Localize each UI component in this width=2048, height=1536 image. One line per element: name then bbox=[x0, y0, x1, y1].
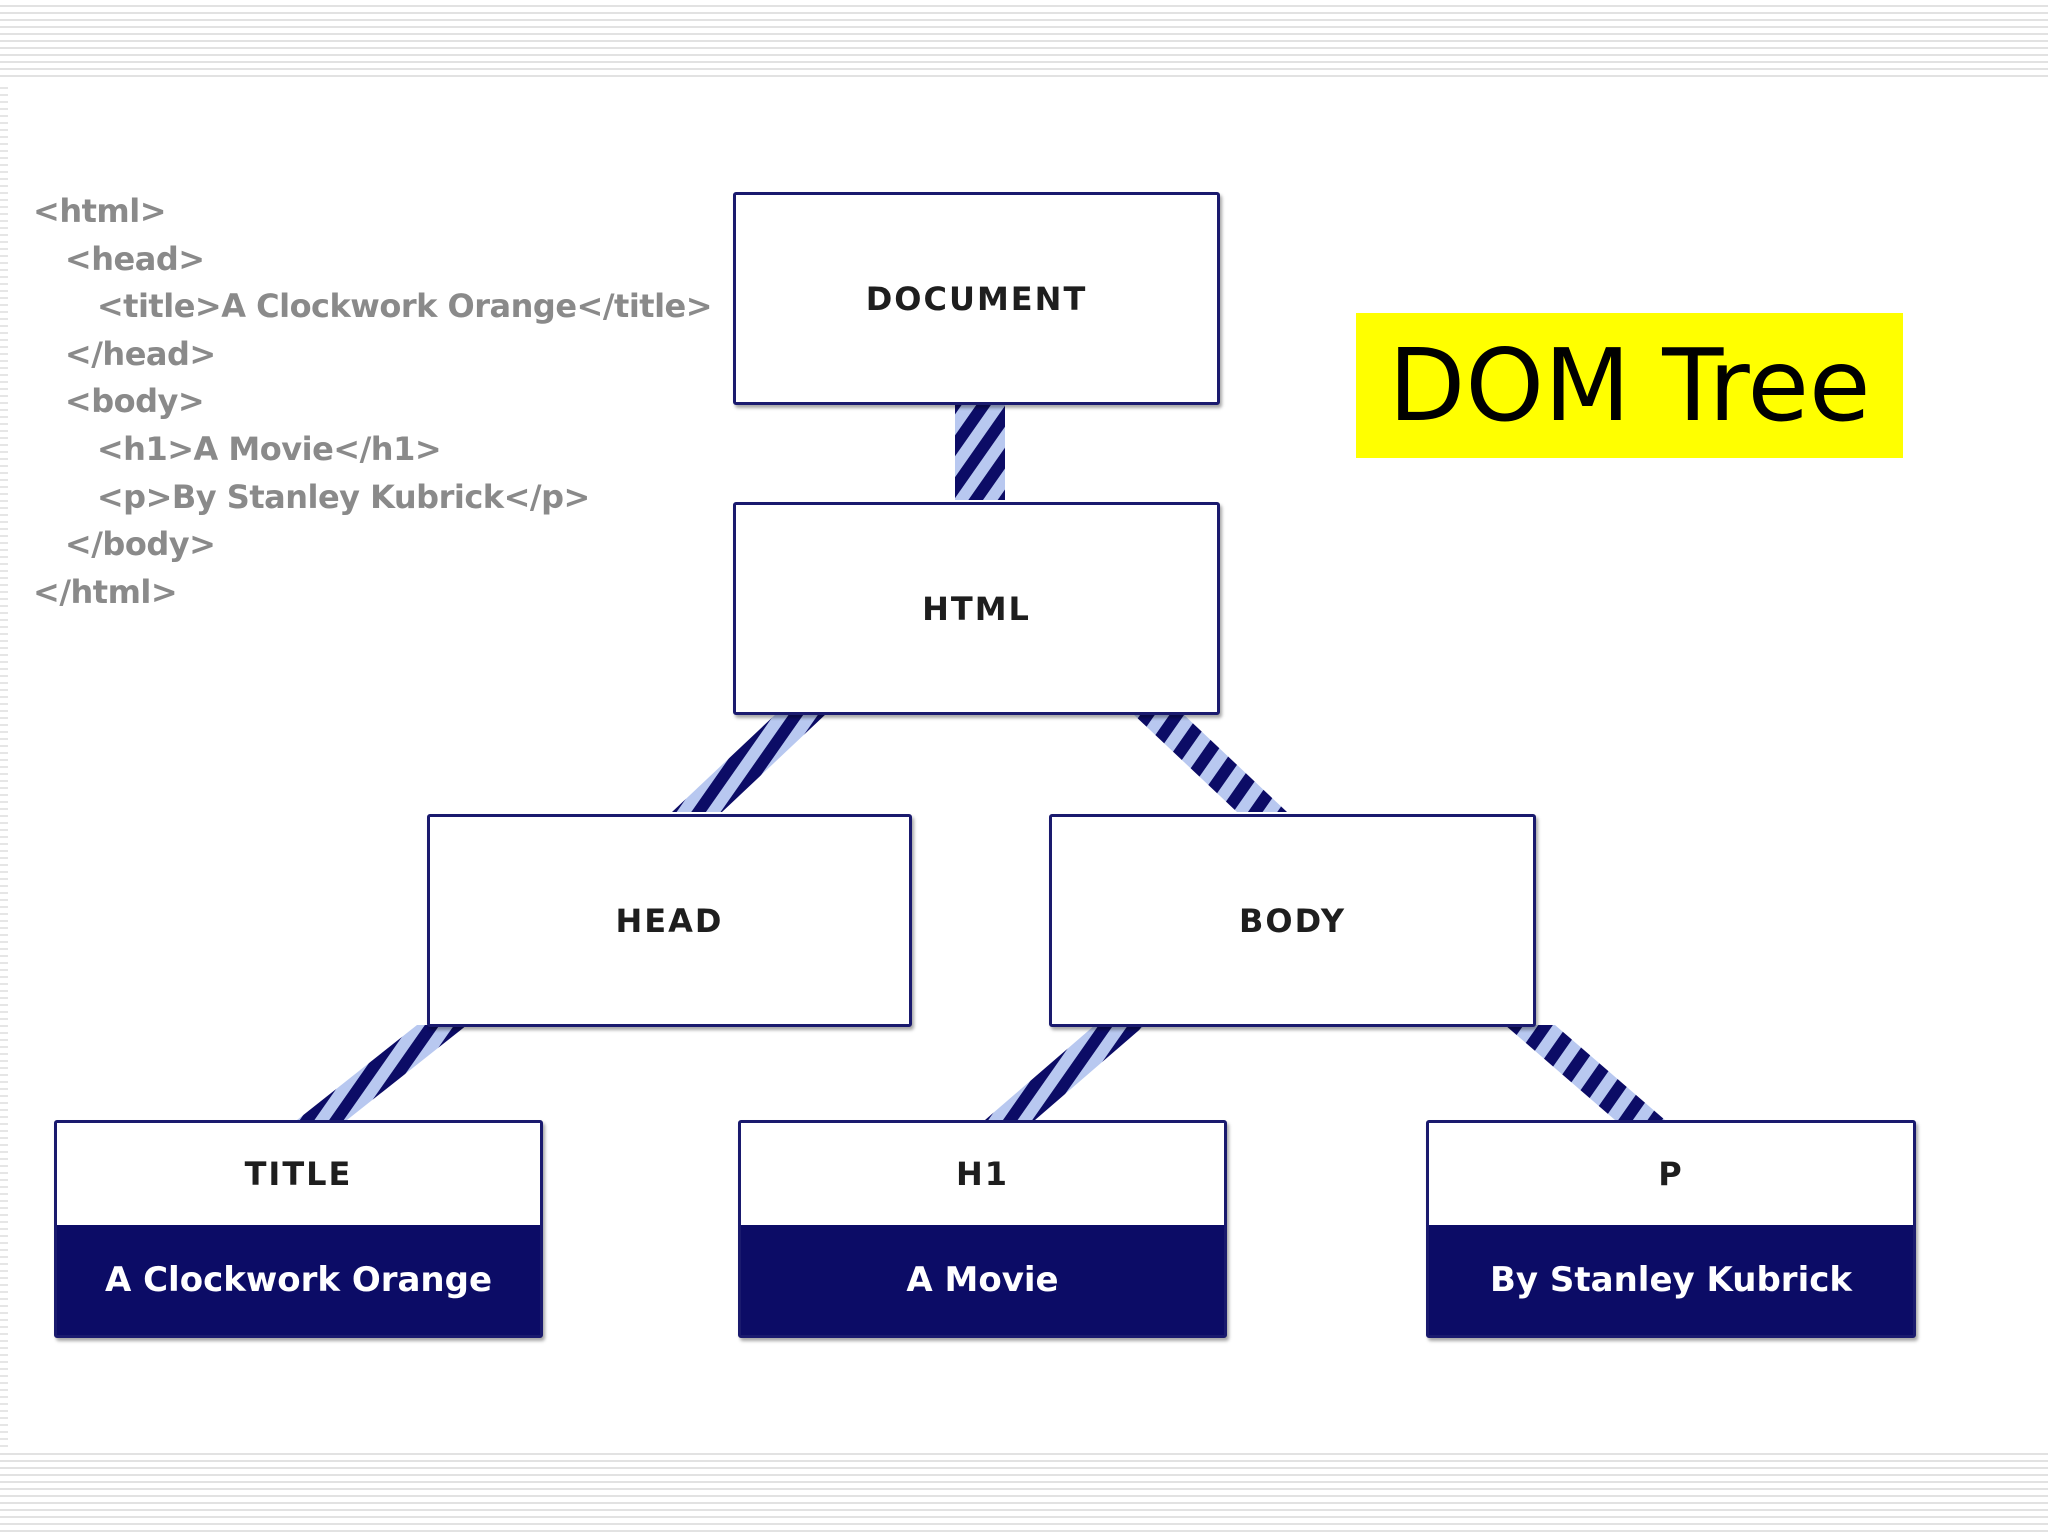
code-line: <title>A Clockwork Orange</title> bbox=[33, 287, 713, 326]
edge-html-head bbox=[672, 713, 827, 812]
edge-html-body bbox=[1132, 713, 1287, 812]
code-line: </body> bbox=[33, 525, 216, 564]
node-h1: H1 A Movie bbox=[738, 1120, 1227, 1338]
code-line: </head> bbox=[33, 334, 216, 373]
node-p-label: P bbox=[1658, 1155, 1684, 1193]
node-document: DOCUMENT bbox=[733, 192, 1220, 405]
edge-body-h1 bbox=[985, 1025, 1145, 1120]
top-stripe-band bbox=[0, 0, 2048, 82]
node-document-label: DOCUMENT bbox=[865, 279, 1088, 318]
html-source-code: <html> <head> <title>A Clockwork Orange<… bbox=[33, 188, 713, 616]
code-line: <head> bbox=[33, 239, 205, 278]
code-line: <h1>A Movie</h1> bbox=[33, 429, 442, 468]
node-title-label: TITLE bbox=[244, 1155, 353, 1193]
node-title-value: A Clockwork Orange bbox=[57, 1225, 540, 1335]
code-line: <p>By Stanley Kubrick</p> bbox=[33, 477, 590, 516]
node-h1-value: A Movie bbox=[741, 1225, 1224, 1335]
node-head: HEAD bbox=[427, 814, 912, 1027]
node-html-label: HTML bbox=[922, 589, 1031, 628]
code-line: <html> bbox=[33, 192, 167, 230]
node-title: TITLE A Clockwork Orange bbox=[54, 1120, 543, 1338]
node-p: P By Stanley Kubrick bbox=[1426, 1120, 1916, 1338]
node-body: BODY bbox=[1049, 814, 1536, 1027]
code-line: <body> bbox=[33, 382, 205, 421]
node-p-value: By Stanley Kubrick bbox=[1429, 1225, 1913, 1335]
edge-body-p bbox=[1505, 1025, 1665, 1120]
node-head-label: HEAD bbox=[615, 901, 724, 940]
node-html: HTML bbox=[733, 502, 1220, 715]
slide-title: DOM Tree bbox=[1356, 313, 1903, 458]
edge-document-html bbox=[955, 405, 1005, 500]
node-h1-label: H1 bbox=[955, 1155, 1010, 1193]
bottom-stripe-band bbox=[0, 1448, 2048, 1536]
edge-head-title bbox=[297, 1025, 467, 1120]
code-line: </html> bbox=[33, 572, 178, 611]
node-body-label: BODY bbox=[1239, 901, 1346, 940]
left-edge-stripes bbox=[0, 82, 8, 1448]
